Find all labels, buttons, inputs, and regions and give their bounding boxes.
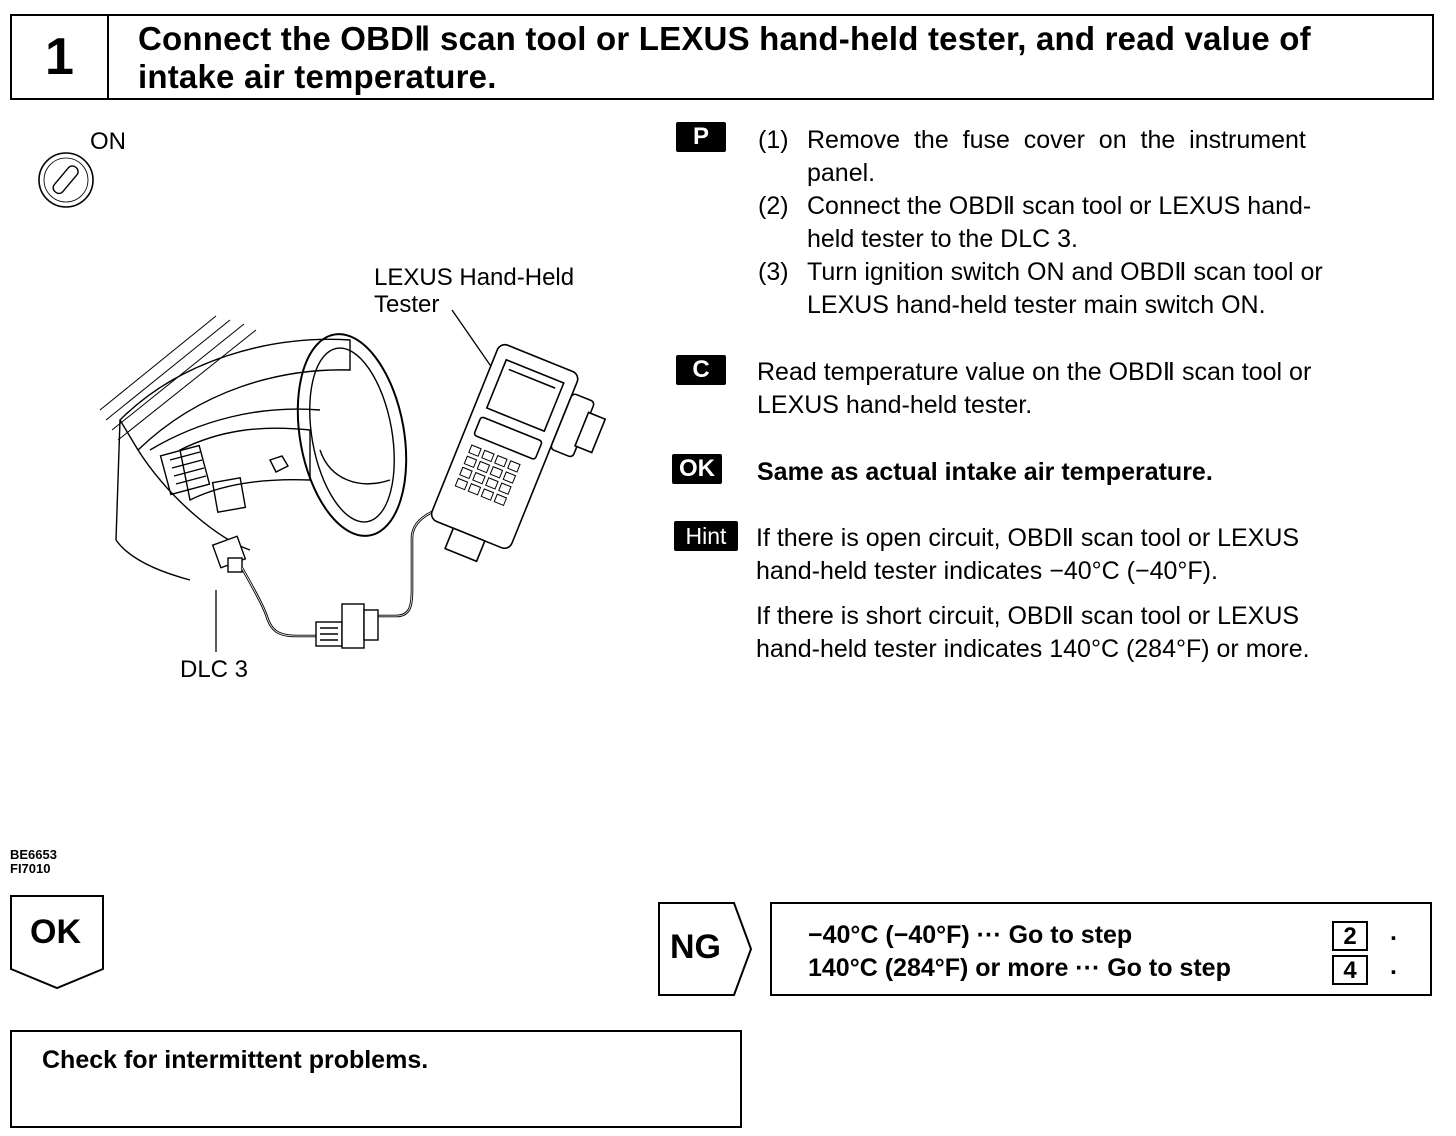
ok-text: Same as actual intake air temperature. [757, 458, 1213, 486]
prep-step-1-line-2: panel. [807, 159, 876, 187]
ok-tag: OK [672, 454, 722, 484]
ng-row-2-step[interactable]: 4 [1332, 955, 1368, 985]
hint-tag: Hint [674, 521, 738, 551]
ok-flow-label: OK [30, 913, 81, 951]
hint-short-circuit: If there is short circuit, OBDⅡ scan too… [756, 600, 1436, 666]
check-text-line-2: LEXUS hand-held tester. [757, 391, 1033, 419]
tester-label-line-1: LEXUS Hand-Held [374, 264, 575, 291]
prep-step-1-number: (1) [758, 126, 789, 154]
prep-step-2: Connect the OBDⅡ scan tool or LEXUS hand… [807, 190, 1437, 256]
connection-diagram [38, 152, 607, 652]
hint-short-line-1: If there is short circuit, OBDⅡ scan too… [756, 602, 1300, 630]
figure-codes: BE6653 FI7010 [10, 848, 57, 876]
step-title-line-2: intake air temperature. [138, 58, 497, 95]
ok-flow-box: OK [10, 895, 104, 990]
tester-label-line-2: Tester [374, 291, 440, 318]
step-title-line-1: Connect the OBDⅡ scan tool or LEXUS hand… [138, 20, 1311, 57]
check-text-line-1: Read temperature value on the OBDⅡ scan … [757, 358, 1312, 386]
tester-label: LEXUS Hand-Held Tester [374, 264, 574, 318]
ng-flow-box: NG [658, 902, 753, 996]
prep-step-2-number: (2) [758, 192, 789, 220]
ng-row-2-text: 140°C (284°F) or more ··· Go to step [808, 954, 1231, 982]
ng-row-2-dot: . [1390, 952, 1397, 980]
prep-step-3: Turn ignition switch ON and OBDⅡ scan to… [807, 256, 1437, 322]
ok-pointer-shape [10, 895, 104, 990]
step-header: 1 Connect the OBDⅡ scan tool or LEXUS ha… [10, 14, 1434, 100]
ng-row-1-dot: . [1390, 918, 1397, 946]
ng-row-1-step[interactable]: 2 [1332, 921, 1368, 951]
prep-step-1: Remove the fuse cover on the instrument … [807, 124, 1437, 190]
prep-step-3-line-2: LEXUS hand-held tester main switch ON. [807, 291, 1266, 319]
illustration: ON LEXUS Hand-Held Tester DLC 3 [20, 120, 660, 720]
prep-step-3-number: (3) [758, 258, 789, 286]
hint-short-line-2: hand-held tester indicates 140°C (284°F)… [756, 635, 1310, 663]
hint-open-line-1: If there is open circuit, OBDⅡ scan tool… [756, 524, 1300, 552]
figure-code-2: FI7010 [10, 861, 51, 876]
ng-flow-label: NG [670, 928, 721, 966]
hint-open-circuit: If there is open circuit, OBDⅡ scan tool… [756, 522, 1436, 588]
ok-result-text: Check for intermittent problems. [42, 1046, 429, 1074]
step-title: Connect the OBDⅡ scan tool or LEXUS hand… [138, 20, 1418, 96]
prep-step-1-line-1: Remove the fuse cover on the instrument [807, 126, 1306, 154]
figure-code-1: BE6653 [10, 847, 57, 862]
ng-pointer-shape [658, 902, 753, 996]
ignition-key-icon [38, 152, 94, 208]
ng-row-1-text: −40°C (−40°F) ··· Go to step [808, 921, 1133, 949]
connector-label: DLC 3 [180, 656, 249, 683]
prep-step-3-line-1: Turn ignition switch ON and OBDⅡ scan to… [807, 258, 1323, 286]
prep-step-2-line-2: held tester to the DLC 3. [807, 225, 1078, 253]
prep-tag: P [676, 122, 726, 152]
check-text: Read temperature value on the OBDⅡ scan … [757, 356, 1437, 422]
prep-step-2-line-1: Connect the OBDⅡ scan tool or LEXUS hand… [807, 192, 1312, 220]
step-number: 1 [12, 16, 109, 98]
ng-detail-box: −40°C (−40°F) ··· Go to step 2 . 140°C (… [770, 902, 1432, 996]
hint-open-line-2: hand-held tester indicates −40°C (−40°F)… [756, 557, 1218, 585]
ignition-on-label: ON [90, 128, 126, 155]
check-tag: C [676, 355, 726, 385]
ok-result-box: Check for intermittent problems. [10, 1030, 742, 1128]
